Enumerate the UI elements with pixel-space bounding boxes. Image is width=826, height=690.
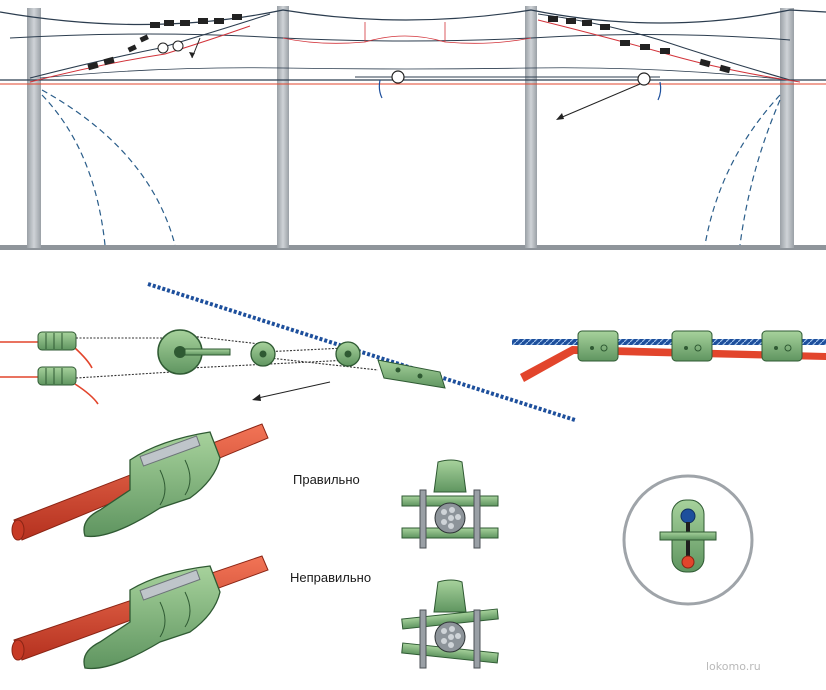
wire-clamp-icon [37,366,77,386]
pole-1 [27,8,41,248]
tensioning-pulley-icon [250,341,276,367]
clamp-correct-perspective [11,423,269,541]
pole-4 [780,8,794,248]
messenger-wire-2 [9,33,791,42]
pulley-assembly [0,282,576,422]
droppers [364,22,446,42]
wire-clamp-icon [577,330,619,362]
incorrect-label: Неправильно [290,570,372,585]
cable-clamp [377,359,446,389]
tensioning-pulley-icon [335,341,361,367]
overhead-line [0,6,826,250]
dashed-curves [41,89,781,246]
messenger-wire [0,9,826,26]
pole-3 [525,6,537,248]
clamp-front-correct [401,459,499,549]
ground-line [0,245,826,250]
pole-2 [277,6,289,248]
clamp-incorrect-perspective [11,555,269,670]
tensioning-pulley-icon [157,329,231,375]
wire-clamp-icon [671,330,713,362]
insulator-icon [622,474,754,606]
watermark: lokomo.ru [706,660,761,673]
middle-tensioner [355,70,662,120]
wire-clamp-icon [37,331,77,351]
cable-clamp-row [512,330,826,382]
left-anchor-section [29,13,271,83]
right-anchor-section [537,13,801,83]
wire-clamp-icon [761,330,803,362]
correct-label: Правильно [293,472,360,487]
clamp-front-incorrect [401,579,499,669]
